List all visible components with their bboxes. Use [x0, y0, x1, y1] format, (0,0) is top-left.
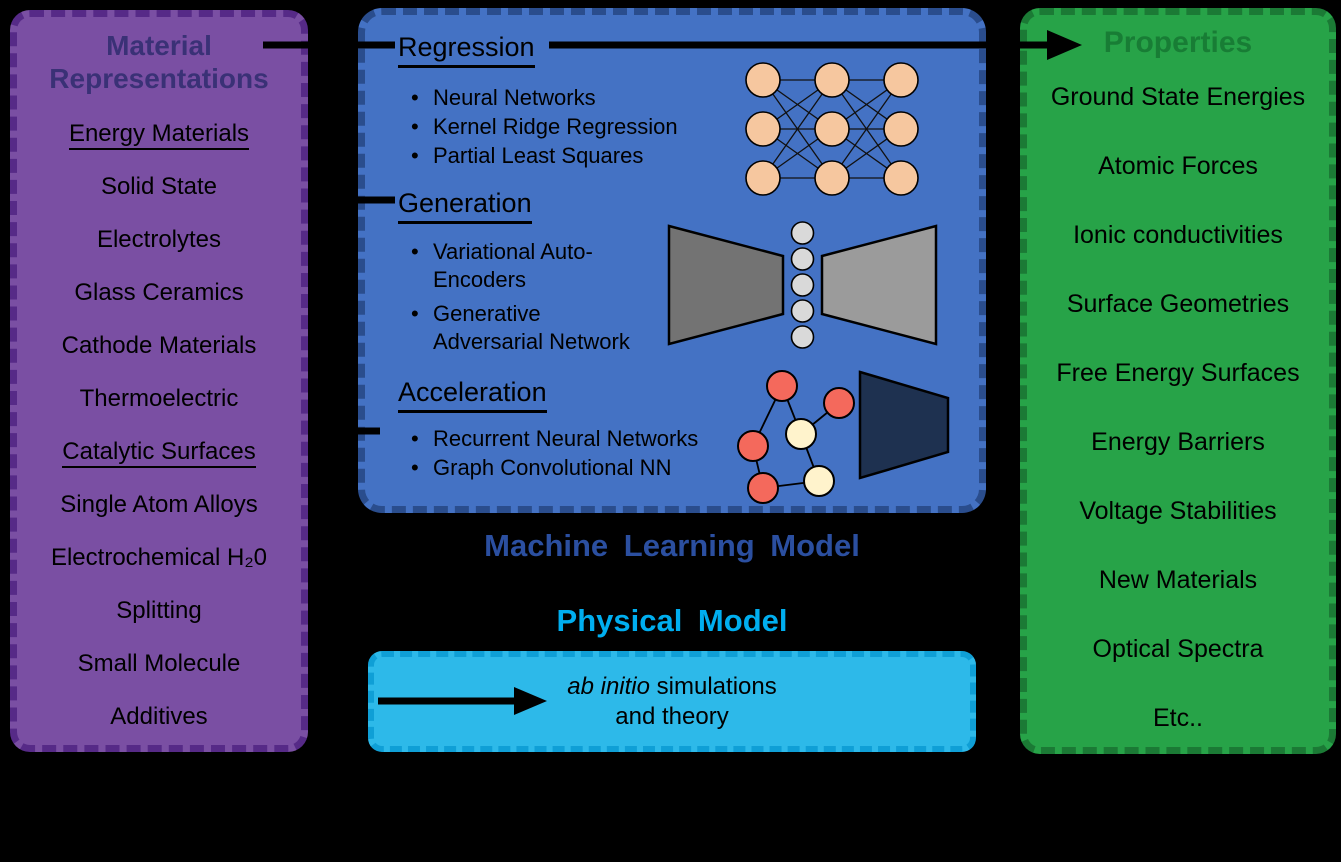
- property-item: Surface Geometries: [1066, 290, 1290, 318]
- physical-model-box: ab initio simulations and theory: [368, 651, 976, 752]
- bullet-item: Recurrent Neural Networks: [409, 424, 698, 453]
- properties-title: Properties: [1103, 26, 1253, 59]
- property-item: Energy Barriers: [1091, 428, 1265, 456]
- bullet-item: Partial Least Squares: [409, 141, 678, 170]
- group-heading-energy-materials: Energy Materials: [17, 107, 301, 160]
- material-item: Additives: [110, 703, 208, 730]
- regression-bullet-list: Neural Networks Kernel Ridge Regression …: [409, 83, 678, 170]
- bullet-item: Kernel Ridge Regression: [409, 112, 678, 141]
- property-item: Ground State Energies: [1050, 83, 1306, 111]
- neural-network-diagram: [745, 62, 919, 196]
- bullet-item: Variational Auto- Encoders: [409, 238, 630, 294]
- material-item: Small Molecule: [77, 650, 241, 677]
- section-heading-generation: Generation: [398, 188, 532, 225]
- property-item: New Materials: [1098, 566, 1258, 594]
- property-item: Voltage Stabilities: [1079, 497, 1277, 525]
- material-item: Thermoelectric: [79, 385, 239, 412]
- property-item: Ionic conductivities: [1073, 221, 1283, 249]
- material-item: Solid State: [100, 173, 218, 200]
- bullet-item: Neural Networks: [409, 83, 678, 112]
- material-representations-title: Material Representations: [49, 30, 269, 94]
- property-item: Etc..: [1152, 704, 1203, 732]
- material-item: Electrochemical H₂0: [50, 544, 268, 571]
- material-item: Single Atom Alloys: [60, 491, 258, 518]
- property-item: Free Energy Surfaces: [1056, 359, 1300, 387]
- machine-learning-model-caption: Machine Learning Model: [484, 528, 860, 563]
- generation-bullet-list: Variational Auto- Encoders Generative Ad…: [409, 238, 630, 362]
- physical-model-line1: ab initio simulations: [567, 672, 776, 702]
- physical-model-caption: Physical Model: [556, 603, 788, 638]
- autoencoder-diagram: [667, 221, 938, 349]
- acceleration-bullet-list: Recurrent Neural Networks Graph Convolut…: [409, 424, 698, 482]
- material-item: Splitting: [116, 597, 202, 624]
- graph-network-diagram: [737, 370, 855, 504]
- material-item: Cathode Materials: [61, 332, 257, 359]
- property-item: Optical Spectra: [1092, 635, 1264, 663]
- bullet-item: Graph Convolutional NN: [409, 453, 698, 482]
- physical-model-line2: and theory: [615, 702, 729, 730]
- ab-initio-text: ab initio: [567, 672, 650, 700]
- material-representations-panel: Material Representations Energy Material…: [10, 10, 308, 752]
- material-item: Glass Ceramics: [74, 279, 244, 306]
- material-item: Electrolytes: [96, 226, 222, 253]
- simulations-text: simulations: [650, 672, 777, 700]
- properties-panel: Properties Ground State Energies Atomic …: [1020, 8, 1336, 754]
- group-heading-catalytic-surfaces: Catalytic Surfaces: [17, 425, 301, 478]
- section-heading-regression: Regression: [398, 32, 535, 69]
- bullet-item: Generative Adversarial Network: [409, 300, 630, 356]
- section-heading-acceleration: Acceleration: [398, 377, 547, 414]
- property-item: Atomic Forces: [1098, 152, 1258, 180]
- funnel-icon: [858, 370, 950, 480]
- machine-learning-panel: Regression Neural Networks Kernel Ridge …: [358, 8, 986, 513]
